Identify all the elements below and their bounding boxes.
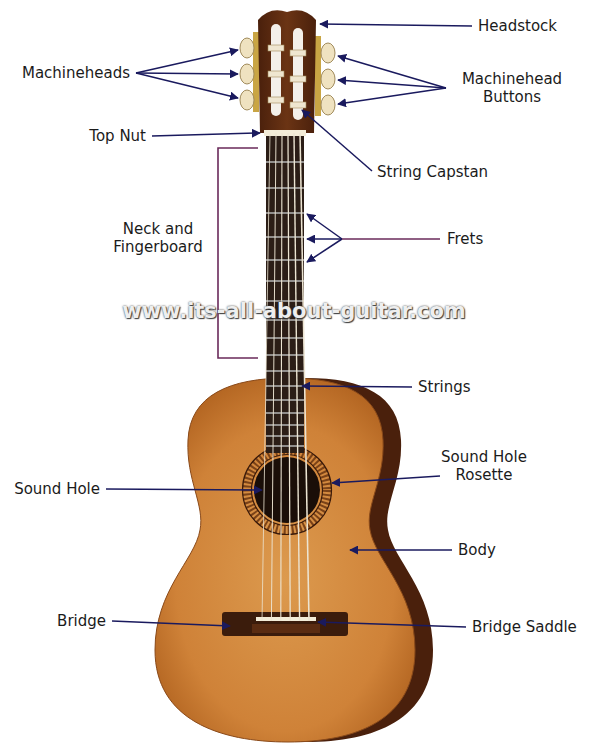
string-capstan <box>268 45 284 51</box>
machinehead-button <box>321 69 335 89</box>
machinehead-button <box>321 95 335 115</box>
string-group <box>262 133 309 621</box>
leader-line <box>307 238 342 240</box>
part-label: Headstock <box>478 17 557 35</box>
machinehead-button <box>240 38 254 58</box>
leader-line <box>302 386 412 387</box>
neck-bracket <box>218 148 258 358</box>
part-label: Strings <box>418 378 471 396</box>
part-label: Sound Hole <box>14 480 100 498</box>
fret-wire <box>266 354 304 355</box>
leader-line <box>338 56 446 88</box>
fret-wire <box>266 412 304 413</box>
machinehead-button <box>240 64 254 84</box>
string-capstan <box>268 71 284 77</box>
string-capstan <box>290 50 306 56</box>
tuner-plate <box>315 36 321 116</box>
fret-wire <box>266 445 304 446</box>
leader-line <box>338 88 446 104</box>
fret-wire <box>266 259 304 260</box>
fret-wire <box>266 370 304 371</box>
leader-line <box>136 50 238 73</box>
leader-line <box>136 73 238 74</box>
leader-line <box>302 110 372 171</box>
leader-line <box>338 80 446 88</box>
fret-wire <box>266 435 304 436</box>
leader-line <box>350 549 452 551</box>
fret-wire <box>266 187 304 188</box>
part-label: Neck and Fingerboard <box>103 220 213 256</box>
leader-line <box>307 214 342 239</box>
leader-line <box>307 239 342 262</box>
watermark: www.its-all-about-guitar.com <box>122 298 465 324</box>
bridge-tie-block <box>252 624 320 633</box>
leader-line <box>332 476 440 483</box>
machinehead-button <box>240 90 254 110</box>
fingerboard <box>266 133 304 453</box>
guitar-string <box>271 133 276 621</box>
fret-wire <box>266 385 304 386</box>
part-label: Body <box>458 541 496 559</box>
rosette-inner-line <box>252 455 323 526</box>
string-capstan <box>268 97 284 103</box>
guitar-string <box>288 133 290 621</box>
fret-wire <box>266 161 304 162</box>
fret-wire <box>266 212 304 213</box>
guitar-string <box>300 133 309 621</box>
string-capstan <box>290 102 306 108</box>
fret-wire <box>266 424 304 425</box>
leader-line <box>136 73 238 98</box>
guitar-string <box>294 133 300 621</box>
leader-line <box>320 24 472 26</box>
leader-line <box>318 622 466 627</box>
part-label: Machinehead Buttons <box>450 70 574 106</box>
part-label: Top Nut <box>89 127 146 145</box>
fret-wire <box>266 337 304 338</box>
frets-leader <box>342 238 440 240</box>
part-label: Frets <box>447 230 483 248</box>
bridge-saddle <box>256 617 316 621</box>
part-label: String Capstan <box>377 163 488 181</box>
guitar-string <box>281 133 282 621</box>
part-label: Bridge Saddle <box>472 618 577 636</box>
leader-lines <box>106 24 472 627</box>
leader-line <box>106 489 262 490</box>
leader-line <box>112 621 230 626</box>
part-label: Machineheads <box>22 64 130 82</box>
machinehead-button <box>321 43 335 63</box>
guitar-string <box>262 133 270 621</box>
fret-wire <box>266 236 304 237</box>
string-capstan <box>290 76 306 82</box>
fret-wire <box>266 280 304 281</box>
part-label: Bridge <box>57 612 106 630</box>
fret-wire <box>266 399 304 400</box>
part-label: Sound Hole Rosette <box>419 448 549 484</box>
bridge-block <box>222 612 348 636</box>
leader-line <box>152 133 260 136</box>
